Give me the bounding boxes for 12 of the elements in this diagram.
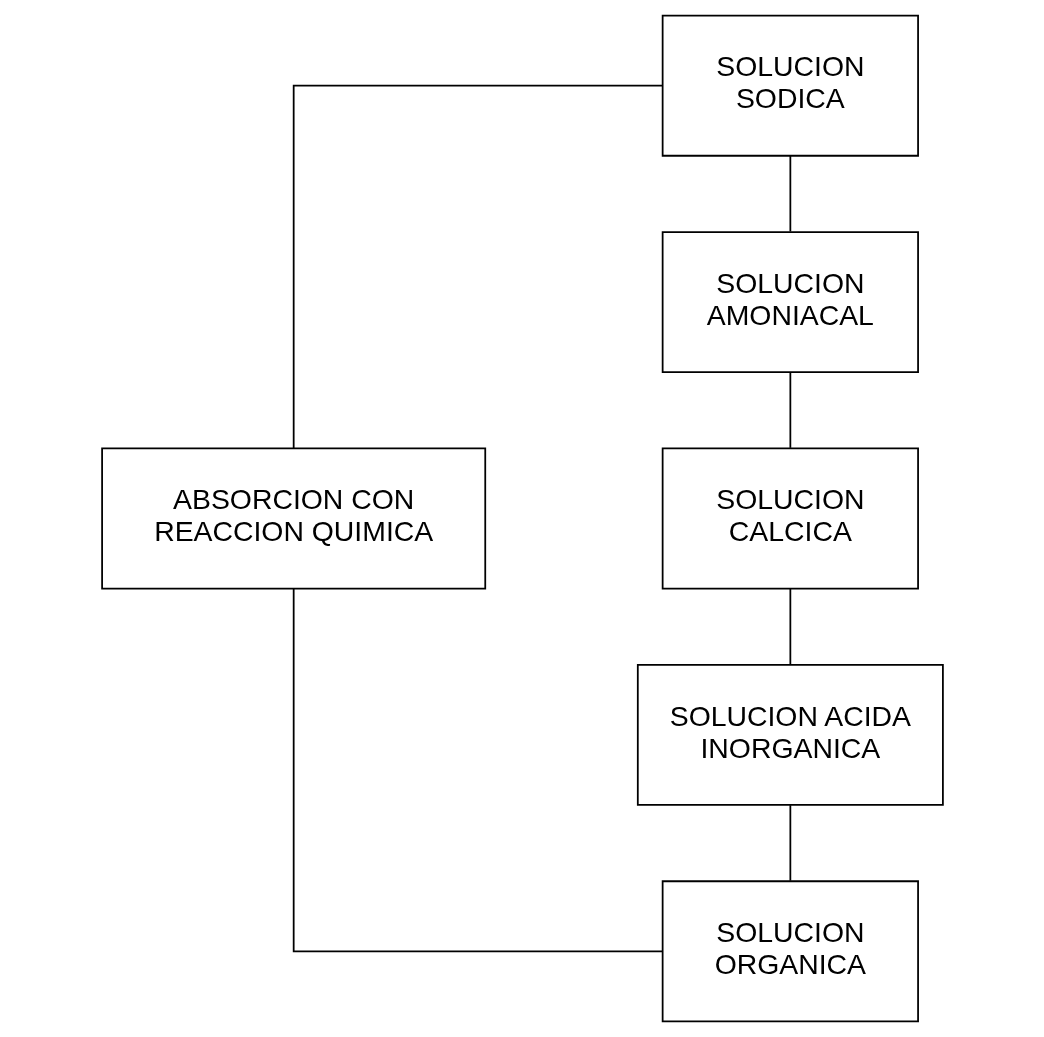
node-box: SOLUCION AMONIACAL — [661, 231, 919, 374]
node-box: SOLUCION CALCICA — [661, 447, 919, 590]
connector — [292, 588, 663, 953]
connector — [788, 587, 791, 666]
connector — [292, 84, 663, 449]
node-box: ABSORCION CON REACCION QUIMICA — [100, 447, 486, 590]
connector — [788, 371, 791, 449]
connector — [788, 804, 791, 882]
node-box: SOLUCION SODICA — [661, 14, 919, 157]
connector — [788, 155, 791, 233]
node-box: SOLUCION ORGANICA — [661, 880, 919, 1023]
node-box: SOLUCION ACIDA INORGANICA — [636, 663, 944, 806]
